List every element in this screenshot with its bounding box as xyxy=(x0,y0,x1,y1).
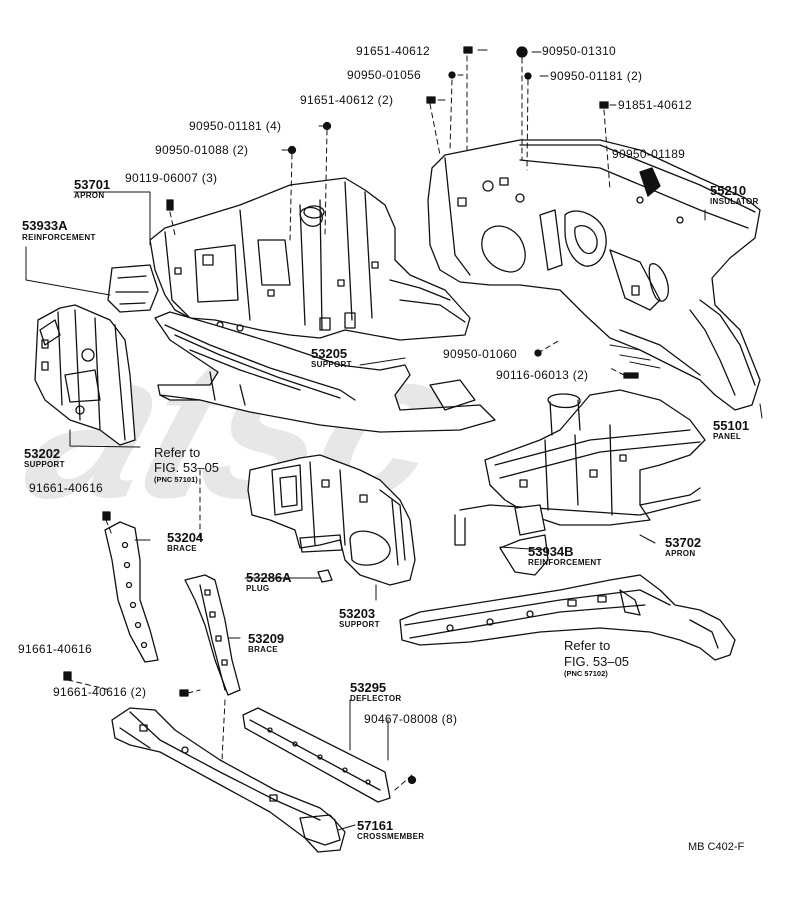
label-part-53701: 53701 xyxy=(74,177,111,192)
label-part-53286a: 53286A xyxy=(246,570,292,585)
reinforcement-53934b xyxy=(499,504,549,576)
fasteners xyxy=(63,46,639,785)
side-member-right xyxy=(399,574,736,661)
label-part-53204: 53204 xyxy=(167,530,204,545)
label-fastener-91661-40616-b: 91661-40616 xyxy=(18,642,93,656)
label-fastener-90116-06013-2: 90116-06013 (2) xyxy=(496,368,589,382)
label-fastener-91851-40612: 91851-40612 xyxy=(618,98,693,112)
label-part-53209-name: BRACE xyxy=(248,645,278,654)
crossmember-57161 xyxy=(111,707,346,853)
label-part-53202-name: SUPPORT xyxy=(24,460,65,469)
brace-53209 xyxy=(184,574,241,696)
label-fastener-90950-01181-4: 90950-01181 (4) xyxy=(189,119,282,133)
plug-53286a xyxy=(317,569,333,583)
label-part-53933a-name: REINFORCEMENT xyxy=(22,233,96,242)
refer-to-57102-line2: FIG. 53–05 xyxy=(564,654,630,669)
label-fastener-91661-40616-2: 91661-40616 (2) xyxy=(53,685,147,699)
refer-to-57102-line1: Refer to xyxy=(564,638,611,653)
deflector-53295 xyxy=(242,707,391,803)
refer-to-57102-pnc: (PNC 57102) xyxy=(564,669,608,678)
refer-to-57101-pnc: (PNC 57101) xyxy=(154,475,198,484)
label-part-55210: 55210 xyxy=(710,183,747,198)
label-part-53295-name: DEFLECTOR xyxy=(350,694,402,703)
label-fastener-90950-01310: 90950-01310 xyxy=(542,44,617,58)
label-part-55101: 55101 xyxy=(713,418,750,433)
label-part-55210-name: INSULATOR xyxy=(710,197,759,206)
refer-to-57101-line1: Refer to xyxy=(154,445,201,460)
refer-to-57101-line2: FIG. 53–05 xyxy=(154,460,220,475)
drawing-code: MB C402-F xyxy=(688,841,745,853)
support-53203 xyxy=(247,454,416,586)
brace-53204 xyxy=(104,521,159,663)
reinforcement-53933a xyxy=(107,264,159,313)
label-fastener-90950-01056: 90950-01056 xyxy=(347,68,422,82)
label-part-53209: 53209 xyxy=(248,631,285,646)
apron-53702 xyxy=(454,389,706,546)
label-part-53933a: 53933A xyxy=(22,218,68,233)
label-part-53203-name: SUPPORT xyxy=(339,620,380,629)
leader-lines xyxy=(67,55,625,791)
label-part-53202: 53202 xyxy=(24,446,61,461)
label-fastener-90119-06007-3: 90119-06007 (3) xyxy=(125,171,218,185)
label-part-53205-name: SUPPORT xyxy=(311,360,352,369)
label-part-53204-name: BRACE xyxy=(167,544,197,553)
label-part-53934b-name: REINFORCEMENT xyxy=(528,558,602,567)
label-part-53934b: 53934B xyxy=(528,544,574,559)
callout-lines xyxy=(25,49,763,831)
support-53205 xyxy=(154,311,496,433)
label-fastener-91651-40612-top: 91651-40612 xyxy=(356,44,431,58)
label-part-57161-name: CROSSMEMBER xyxy=(357,832,425,841)
apron-53701 xyxy=(149,177,471,341)
label-part-53701-name: APRON xyxy=(74,191,105,200)
label-fastener-91661-40616-a: 91661-40616 xyxy=(29,481,104,495)
label-fastener-90950-01060: 90950-01060 xyxy=(443,347,518,361)
label-fastener-90467-08008-8: 90467-08008 (8) xyxy=(364,712,458,726)
label-part-53295: 53295 xyxy=(350,680,387,695)
label-part-55101-name: PANEL xyxy=(713,432,742,441)
dash-panel-55101 xyxy=(427,139,761,411)
label-part-53286a-name: PLUG xyxy=(246,584,270,593)
label-fastener-90950-01189: 90950-01189 xyxy=(612,147,686,161)
label-fastener-90950-01181-2: 90950-01181 (2) xyxy=(550,69,643,83)
label-part-53702-name: APRON xyxy=(665,549,696,558)
label-fastener-90950-01088-2: 90950-01088 (2) xyxy=(155,143,249,157)
label-part-53702: 53702 xyxy=(665,535,702,550)
label-fastener-91651-40612-2: 91651-40612 (2) xyxy=(300,93,394,107)
label-part-57161: 57161 xyxy=(357,818,394,833)
label-part-53205: 53205 xyxy=(311,346,348,361)
support-53202 xyxy=(34,304,136,446)
label-part-53203: 53203 xyxy=(339,606,376,621)
